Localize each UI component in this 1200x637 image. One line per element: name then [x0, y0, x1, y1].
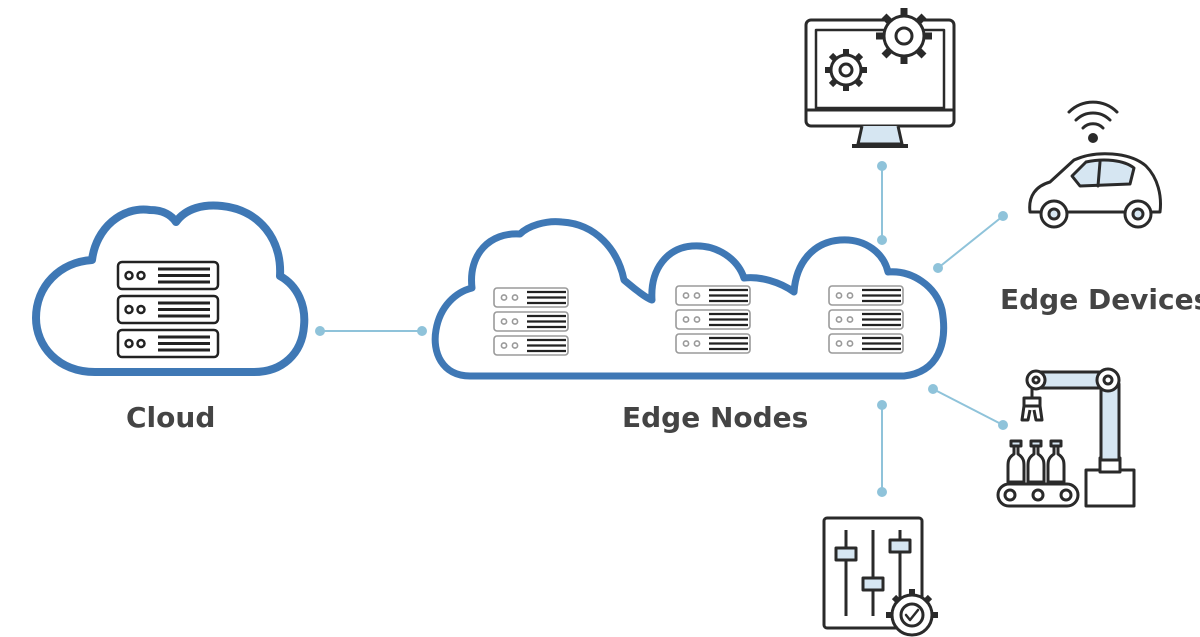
bottles — [1006, 439, 1066, 484]
server-unit — [116, 260, 220, 291]
computer-monitor-gears-icon — [804, 8, 956, 148]
cloud-label: Cloud — [126, 401, 216, 434]
conveyor-belt — [996, 482, 1080, 508]
edge-devices-label: Edge Devices — [1000, 283, 1200, 316]
cloud-server-rack — [116, 260, 220, 359]
connector-nodes-to-car — [933, 211, 1008, 273]
connector-nodes-to-robot — [928, 384, 1008, 430]
control-panel-sliders-icon — [822, 516, 938, 637]
wifi-signal-icon — [1067, 100, 1119, 143]
server-unit — [116, 294, 220, 325]
gear-icon — [876, 8, 932, 64]
robotic-arm-assembly-line-icon — [996, 367, 1136, 508]
connector-cloud-to-edge-nodes — [315, 326, 427, 336]
gear-icon — [825, 49, 867, 91]
server-unit — [116, 328, 220, 359]
gear-check-icon — [886, 589, 938, 637]
edge-node-server-rack — [828, 285, 904, 354]
edge-node-server-rack — [493, 287, 569, 356]
connector-nodes-to-monitor — [877, 161, 887, 245]
edge-nodes-cloud-shape — [431, 218, 948, 380]
edge-node-server-rack — [675, 285, 751, 354]
connector-nodes-to-control-panel — [877, 400, 887, 497]
connected-car-icon — [1028, 100, 1162, 229]
edge-nodes-label: Edge Nodes — [622, 401, 809, 434]
connectors — [315, 161, 1008, 497]
